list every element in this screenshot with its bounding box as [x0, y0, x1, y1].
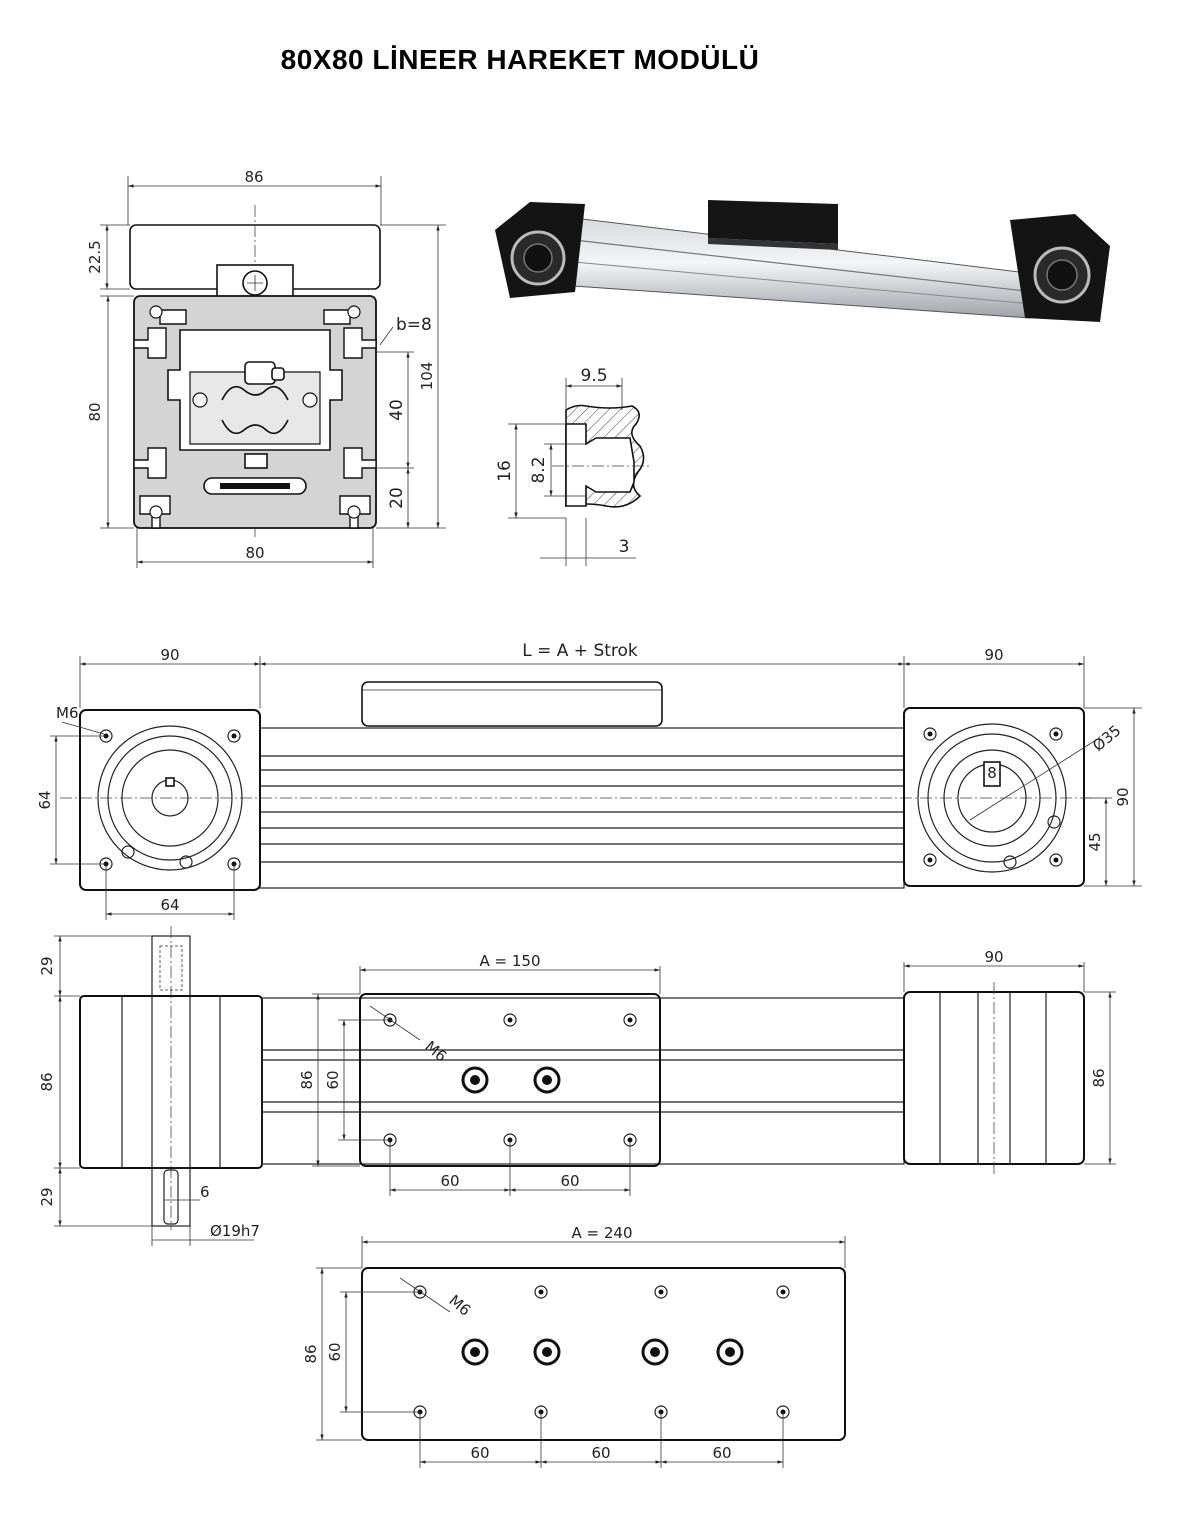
dim-60-a-side: 60: [440, 1172, 459, 1190]
dim-a240: A = 240: [572, 1224, 633, 1242]
carriage-240-view: A = 240 M6 86: [302, 1224, 846, 1468]
dim-80-width: 80: [245, 544, 264, 562]
dim-29-top: 29: [38, 956, 56, 975]
dim-60-carriage: 60: [324, 1070, 342, 1089]
slot-detail-view: 9.5 16 8.2 3: [495, 366, 650, 566]
dim-40: 40: [387, 399, 407, 421]
dim-45: 45: [1086, 832, 1104, 851]
dim-key-8: 8: [987, 764, 997, 782]
dim-90-vertical: 90: [1114, 787, 1132, 806]
label-m6-top: M6: [56, 704, 79, 722]
dim-86-top: 86: [244, 168, 263, 186]
dim-90-right-side: 90: [984, 948, 1003, 966]
dim-86-right: 86: [1090, 1068, 1108, 1087]
dim-a150: A = 150: [480, 952, 541, 970]
dim-90-right: 90: [984, 646, 1003, 664]
label-m6-side: M6: [421, 1037, 450, 1065]
dim-60-b-240: 60: [591, 1444, 610, 1462]
dim-8-2: 8.2: [529, 456, 549, 483]
dim-60-a-240: 60: [470, 1444, 489, 1462]
dim-80-height: 80: [86, 402, 104, 421]
top-view: 90 L = A + Strok 90: [36, 641, 1142, 920]
dim-22-5: 22.5: [86, 240, 104, 273]
dim-90-left: 90: [160, 646, 179, 664]
dim-86-carriage: 86: [298, 1070, 316, 1089]
dim-9-5: 9.5: [580, 366, 607, 386]
dim-60-vert-240: 60: [326, 1342, 344, 1361]
dim-length-formula: L = A + Strok: [522, 641, 638, 661]
dim-bore-35: Ø35: [1089, 721, 1124, 755]
label-m6-240: M6: [445, 1291, 474, 1319]
dim-shaft-19h7: Ø19h7: [210, 1222, 260, 1240]
dim-60-b-side: 60: [560, 1172, 579, 1190]
dim-64-vertical: 64: [36, 790, 54, 809]
dim-86-240: 86: [302, 1344, 320, 1363]
product-illustration: [495, 200, 1110, 322]
dim-86-left: 86: [38, 1072, 56, 1091]
dim-20: 20: [387, 487, 407, 509]
cross-section-view: 86 22.5: [86, 168, 446, 568]
dim-60-c-240: 60: [712, 1444, 731, 1462]
dim-b8: b=8: [396, 315, 432, 335]
dim-104: 104: [418, 362, 436, 391]
side-view: M6 A = 150 86 60 60 60: [38, 926, 1116, 1246]
drawing-title: 80X80 LİNEER HAREKET MODÜLÜ: [280, 44, 760, 75]
dim-29-bottom: 29: [38, 1187, 56, 1206]
dim-64-horizontal: 64: [160, 896, 179, 914]
dim-16: 16: [495, 460, 515, 482]
dim-3: 3: [619, 537, 630, 557]
dim-key-6: 6: [200, 1183, 210, 1201]
